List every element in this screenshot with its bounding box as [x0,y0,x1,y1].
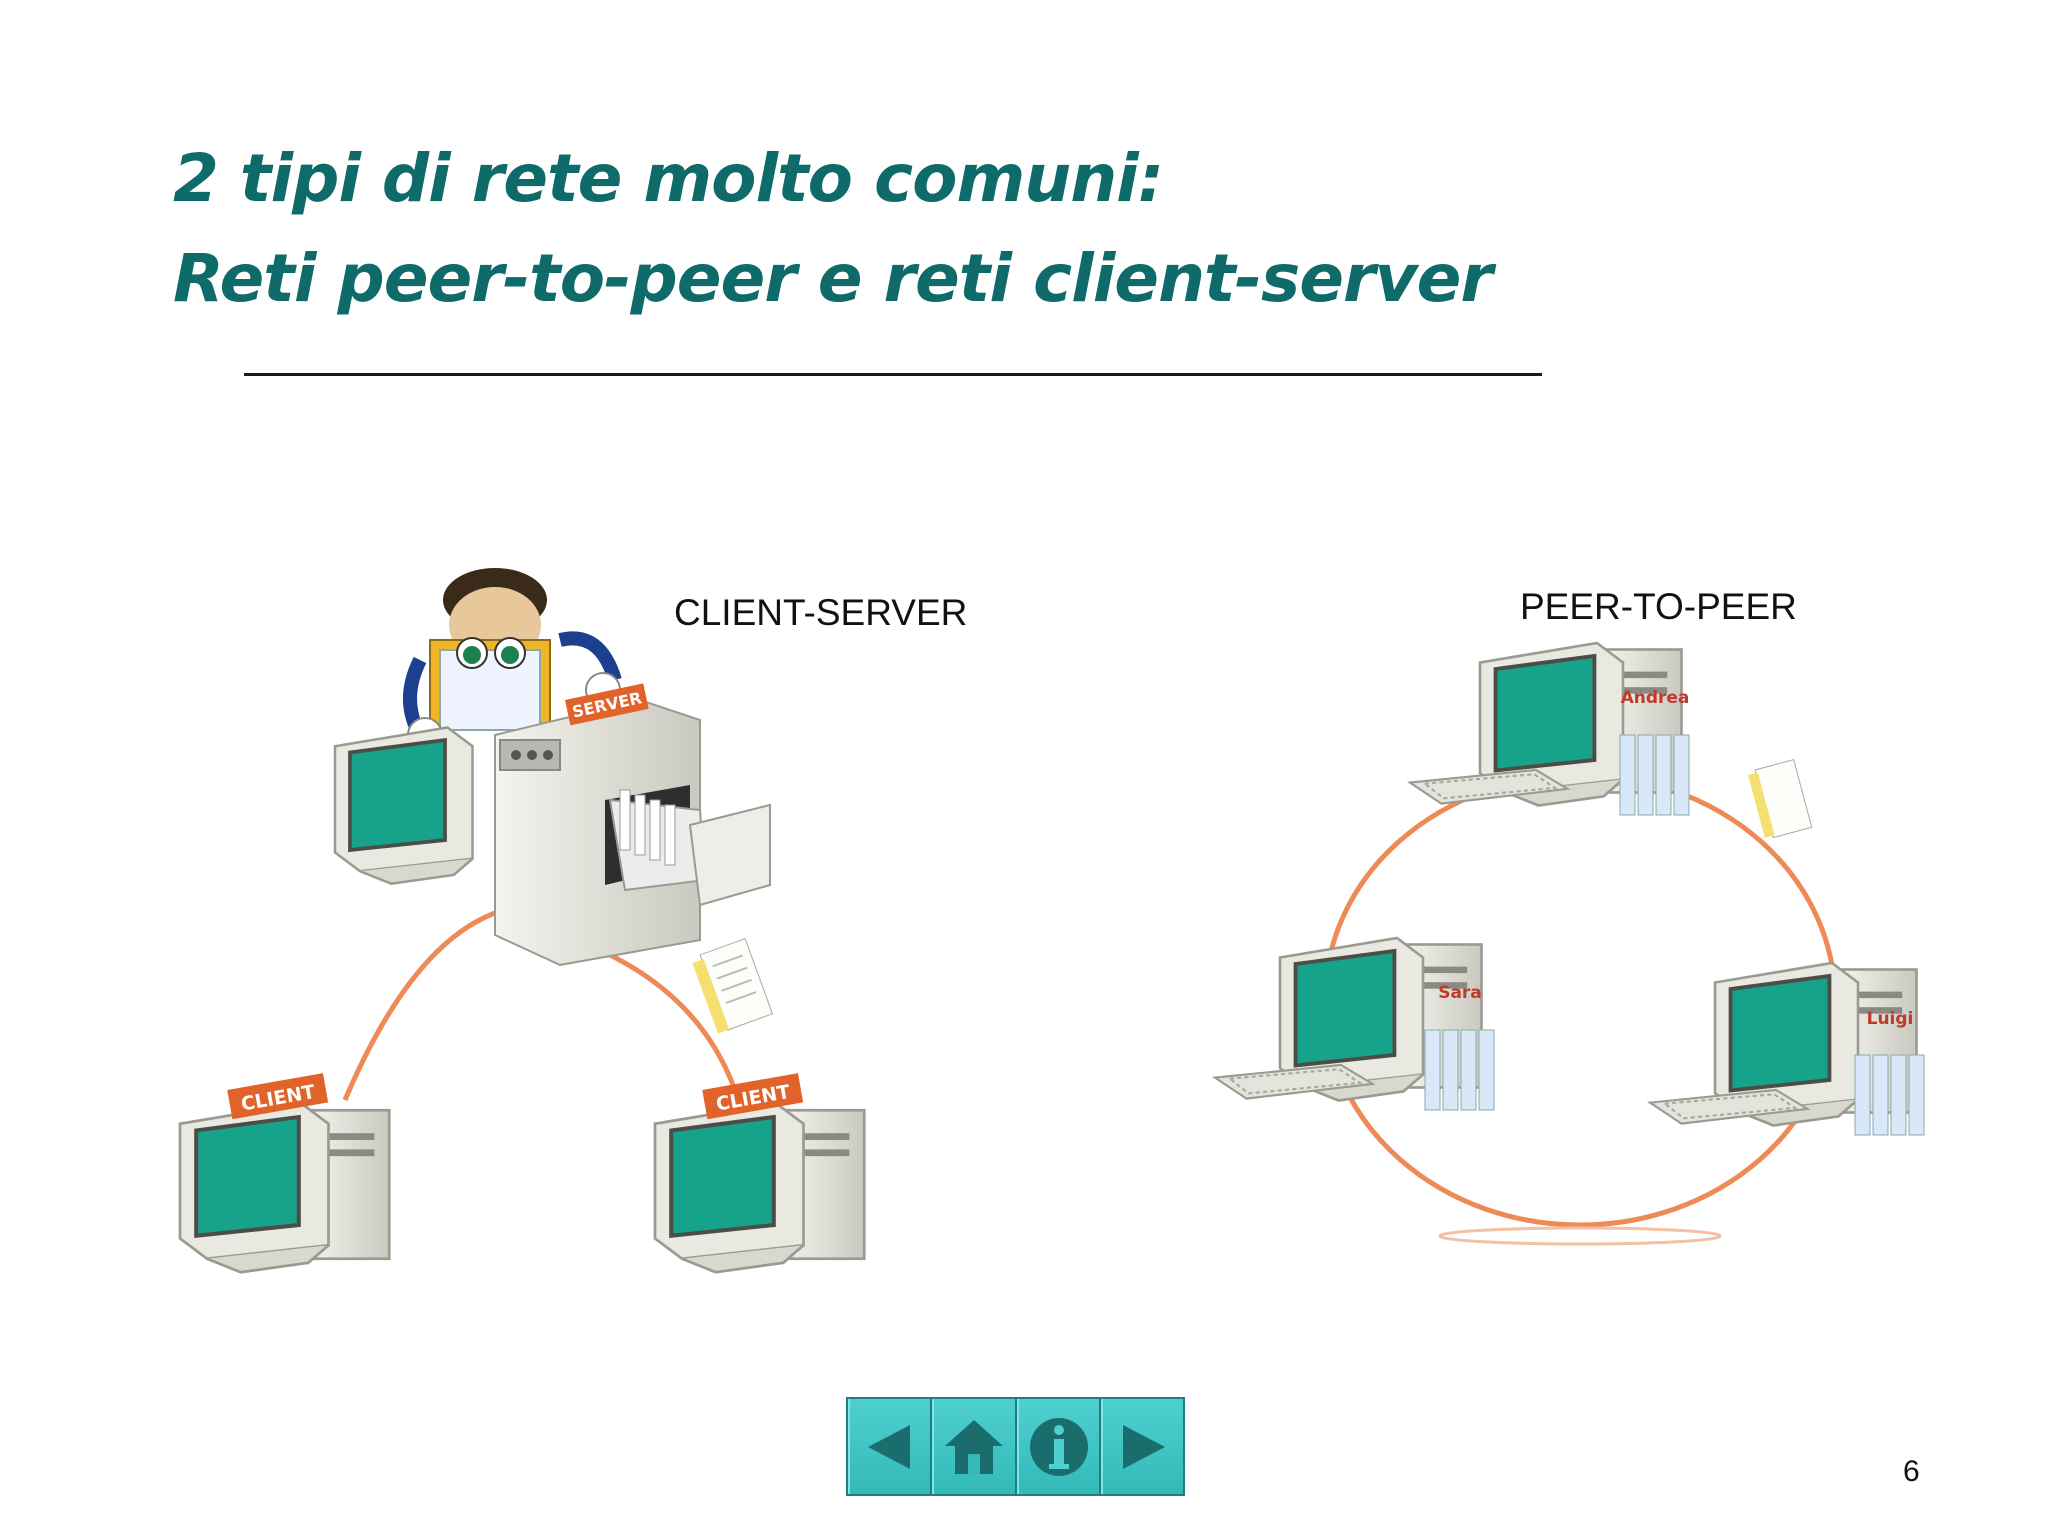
client-computer-right: CLIENT [655,1073,864,1272]
home-button[interactable] [932,1399,1017,1494]
slide-title-line-1: 2 tipi di rete molto comuni: [173,140,1164,217]
peer-name-sara: Sara [1438,983,1482,1003]
page-number: 6 [1903,1455,1920,1488]
server-cabinet: SERVER [494,683,771,967]
peer-name-andrea: Andrea [1621,688,1690,708]
mascot-illustration [403,568,622,753]
client-server-label: CLIENT-SERVER [674,592,968,633]
slide-title-line-2: Reti peer-to-peer e reti client-server [173,240,1493,317]
peer-to-peer-label: PEER-TO-PEER [1520,586,1797,627]
p2p-document-icon [1748,759,1813,839]
document-icon [692,937,774,1034]
peer-luigi: Luigi [1648,961,1925,1136]
peer-sara: Sara [1213,936,1495,1111]
back-button[interactable] [848,1399,933,1494]
info-button[interactable] [1016,1399,1101,1494]
peer-name-luigi: Luigi [1867,1009,1914,1029]
forward-arrow-icon [1122,1424,1165,1469]
server-monitor [333,726,474,886]
info-icon [1029,1417,1088,1476]
back-arrow-icon [868,1424,911,1469]
forward-button[interactable] [1100,1399,1183,1494]
client-computer-left: CLIENT [180,1073,389,1272]
peer-andrea: Andrea [1408,641,1690,816]
home-icon [945,1419,1004,1474]
navigation-bar [846,1397,1185,1496]
title-divider [244,373,1542,376]
